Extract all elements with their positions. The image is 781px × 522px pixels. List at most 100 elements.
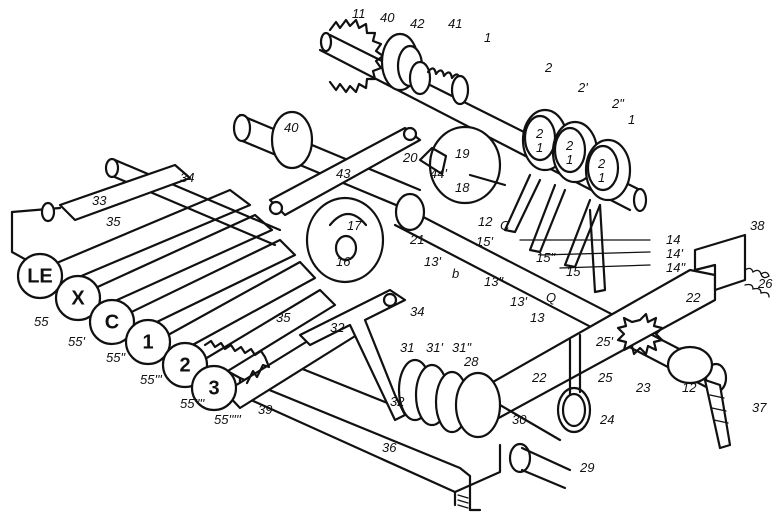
label-22-bottom: 22 bbox=[531, 370, 547, 385]
key-3[interactable]: 3 bbox=[190, 364, 238, 412]
label-17: 17 bbox=[347, 218, 362, 233]
label-c-small: C bbox=[500, 218, 510, 233]
label-13-triple-prime: 13' bbox=[424, 254, 441, 269]
spring-24 bbox=[556, 333, 592, 434]
collar-42 bbox=[408, 60, 470, 106]
key-le-label: LE bbox=[27, 265, 53, 287]
label-55-quint-prime: 55''''' bbox=[214, 412, 241, 427]
label-12-mid: 12 bbox=[478, 214, 493, 229]
label-25-prime: 25' bbox=[595, 334, 613, 349]
label-55-triple-prime: 55''' bbox=[140, 372, 162, 387]
label-55-double-prime: 55" bbox=[106, 350, 126, 365]
label-14: 14 bbox=[666, 232, 680, 247]
label-32-bottom: 32 bbox=[390, 394, 405, 409]
label-31-double-prime: 31" bbox=[452, 340, 472, 355]
label-35-top: 35 bbox=[106, 214, 121, 229]
label-b: b bbox=[452, 266, 459, 281]
label-15-double-prime: 15" bbox=[536, 250, 556, 265]
label-43: 43 bbox=[336, 166, 351, 181]
svg-text:2: 2 bbox=[565, 138, 574, 153]
arm-37 bbox=[703, 378, 732, 450]
label-37: 37 bbox=[752, 400, 767, 415]
label-33: 33 bbox=[92, 193, 107, 208]
label-40-top: 40 bbox=[380, 10, 395, 25]
label-30: 30 bbox=[512, 412, 527, 427]
label-21: 21 bbox=[409, 232, 424, 247]
label-24: 24 bbox=[599, 412, 614, 427]
label-29: 29 bbox=[579, 460, 594, 475]
segment-16 bbox=[305, 196, 385, 284]
label-34-bottom: 34 bbox=[410, 304, 424, 319]
svg-text:1: 1 bbox=[598, 170, 605, 185]
label-23: 23 bbox=[635, 380, 651, 395]
label-55-quad-prime: 55'''' bbox=[180, 396, 205, 411]
label-32: 32 bbox=[330, 320, 345, 335]
label-12-right: 12 bbox=[682, 380, 697, 395]
label-16: 16 bbox=[336, 254, 351, 269]
label-35-bottom: 35 bbox=[276, 310, 291, 325]
key-1-label: 1 bbox=[142, 331, 153, 353]
wheels-31 bbox=[397, 358, 572, 490]
pawls bbox=[503, 173, 651, 294]
label-18: 18 bbox=[455, 180, 470, 195]
label-14-double-prime: 14" bbox=[666, 260, 686, 275]
label-15-prime: 15' bbox=[476, 234, 493, 249]
back-shaft-40 bbox=[232, 110, 422, 217]
key-3-label: 3 bbox=[208, 377, 219, 399]
label-40: 40 bbox=[284, 120, 299, 135]
gear-11 bbox=[328, 18, 424, 94]
comb-39 bbox=[203, 339, 271, 385]
label-31: 31 bbox=[400, 340, 414, 355]
label-42: 42 bbox=[410, 16, 425, 31]
key-le[interactable]: LE bbox=[16, 252, 64, 300]
label-1-top: 1 bbox=[484, 30, 491, 45]
label-19: 19 bbox=[455, 146, 469, 161]
svg-text:2: 2 bbox=[535, 126, 544, 141]
cam-disc-18 bbox=[418, 125, 507, 205]
label-13-double-prime: 13" bbox=[484, 274, 504, 289]
label-25: 25 bbox=[597, 370, 613, 385]
label-13-prime: 13' bbox=[510, 294, 527, 309]
label-20: 20 bbox=[402, 150, 418, 165]
label-2-double-prime: 2" bbox=[611, 96, 625, 111]
gear-23 bbox=[616, 312, 714, 385]
keys: LE X C 1 2 3 bbox=[16, 252, 238, 412]
label-39: 39 bbox=[258, 402, 272, 417]
label-55-prime: 55' bbox=[68, 334, 85, 349]
label-26: 26 bbox=[757, 276, 773, 291]
key-x[interactable]: X bbox=[54, 274, 102, 322]
bracket-38 bbox=[693, 233, 770, 298]
reference-labels: 11 40 42 41 1 2 2' 2" 1 40 43 20 19 44' … bbox=[34, 6, 773, 475]
label-q: Q bbox=[546, 290, 556, 305]
label-11: 11 bbox=[352, 6, 366, 21]
label-41: 41 bbox=[448, 16, 462, 31]
label-55: 55 bbox=[34, 314, 49, 329]
drum-2-double-prime: 2 1 bbox=[584, 138, 632, 202]
key-1[interactable]: 1 bbox=[124, 318, 172, 366]
label-2-prime: 2' bbox=[577, 80, 588, 95]
svg-text:2: 2 bbox=[597, 156, 606, 171]
label-34-top: 34 bbox=[180, 170, 194, 185]
label-1-right: 1 bbox=[628, 112, 635, 127]
key-2-label: 2 bbox=[179, 354, 190, 376]
key-c[interactable]: C bbox=[88, 298, 136, 346]
svg-text:1: 1 bbox=[566, 152, 573, 167]
bar-22 bbox=[468, 268, 717, 422]
label-15: 15 bbox=[566, 264, 581, 279]
key-c-label: C bbox=[105, 311, 119, 333]
key-levers bbox=[38, 188, 362, 410]
label-31-prime: 31' bbox=[426, 340, 443, 355]
label-28: 28 bbox=[463, 354, 479, 369]
label-14-prime: 14' bbox=[666, 246, 683, 261]
label-44-prime: 44' bbox=[430, 166, 447, 181]
lever-43 bbox=[268, 126, 422, 217]
label-13: 13 bbox=[530, 310, 545, 325]
shaft-33 bbox=[40, 157, 282, 247]
label-38: 38 bbox=[750, 218, 765, 233]
label-22-right: 22 bbox=[685, 290, 701, 305]
key-x-label: X bbox=[71, 287, 85, 309]
label-36: 36 bbox=[382, 440, 397, 455]
label-2: 2 bbox=[544, 60, 553, 75]
svg-text:1: 1 bbox=[536, 140, 543, 155]
